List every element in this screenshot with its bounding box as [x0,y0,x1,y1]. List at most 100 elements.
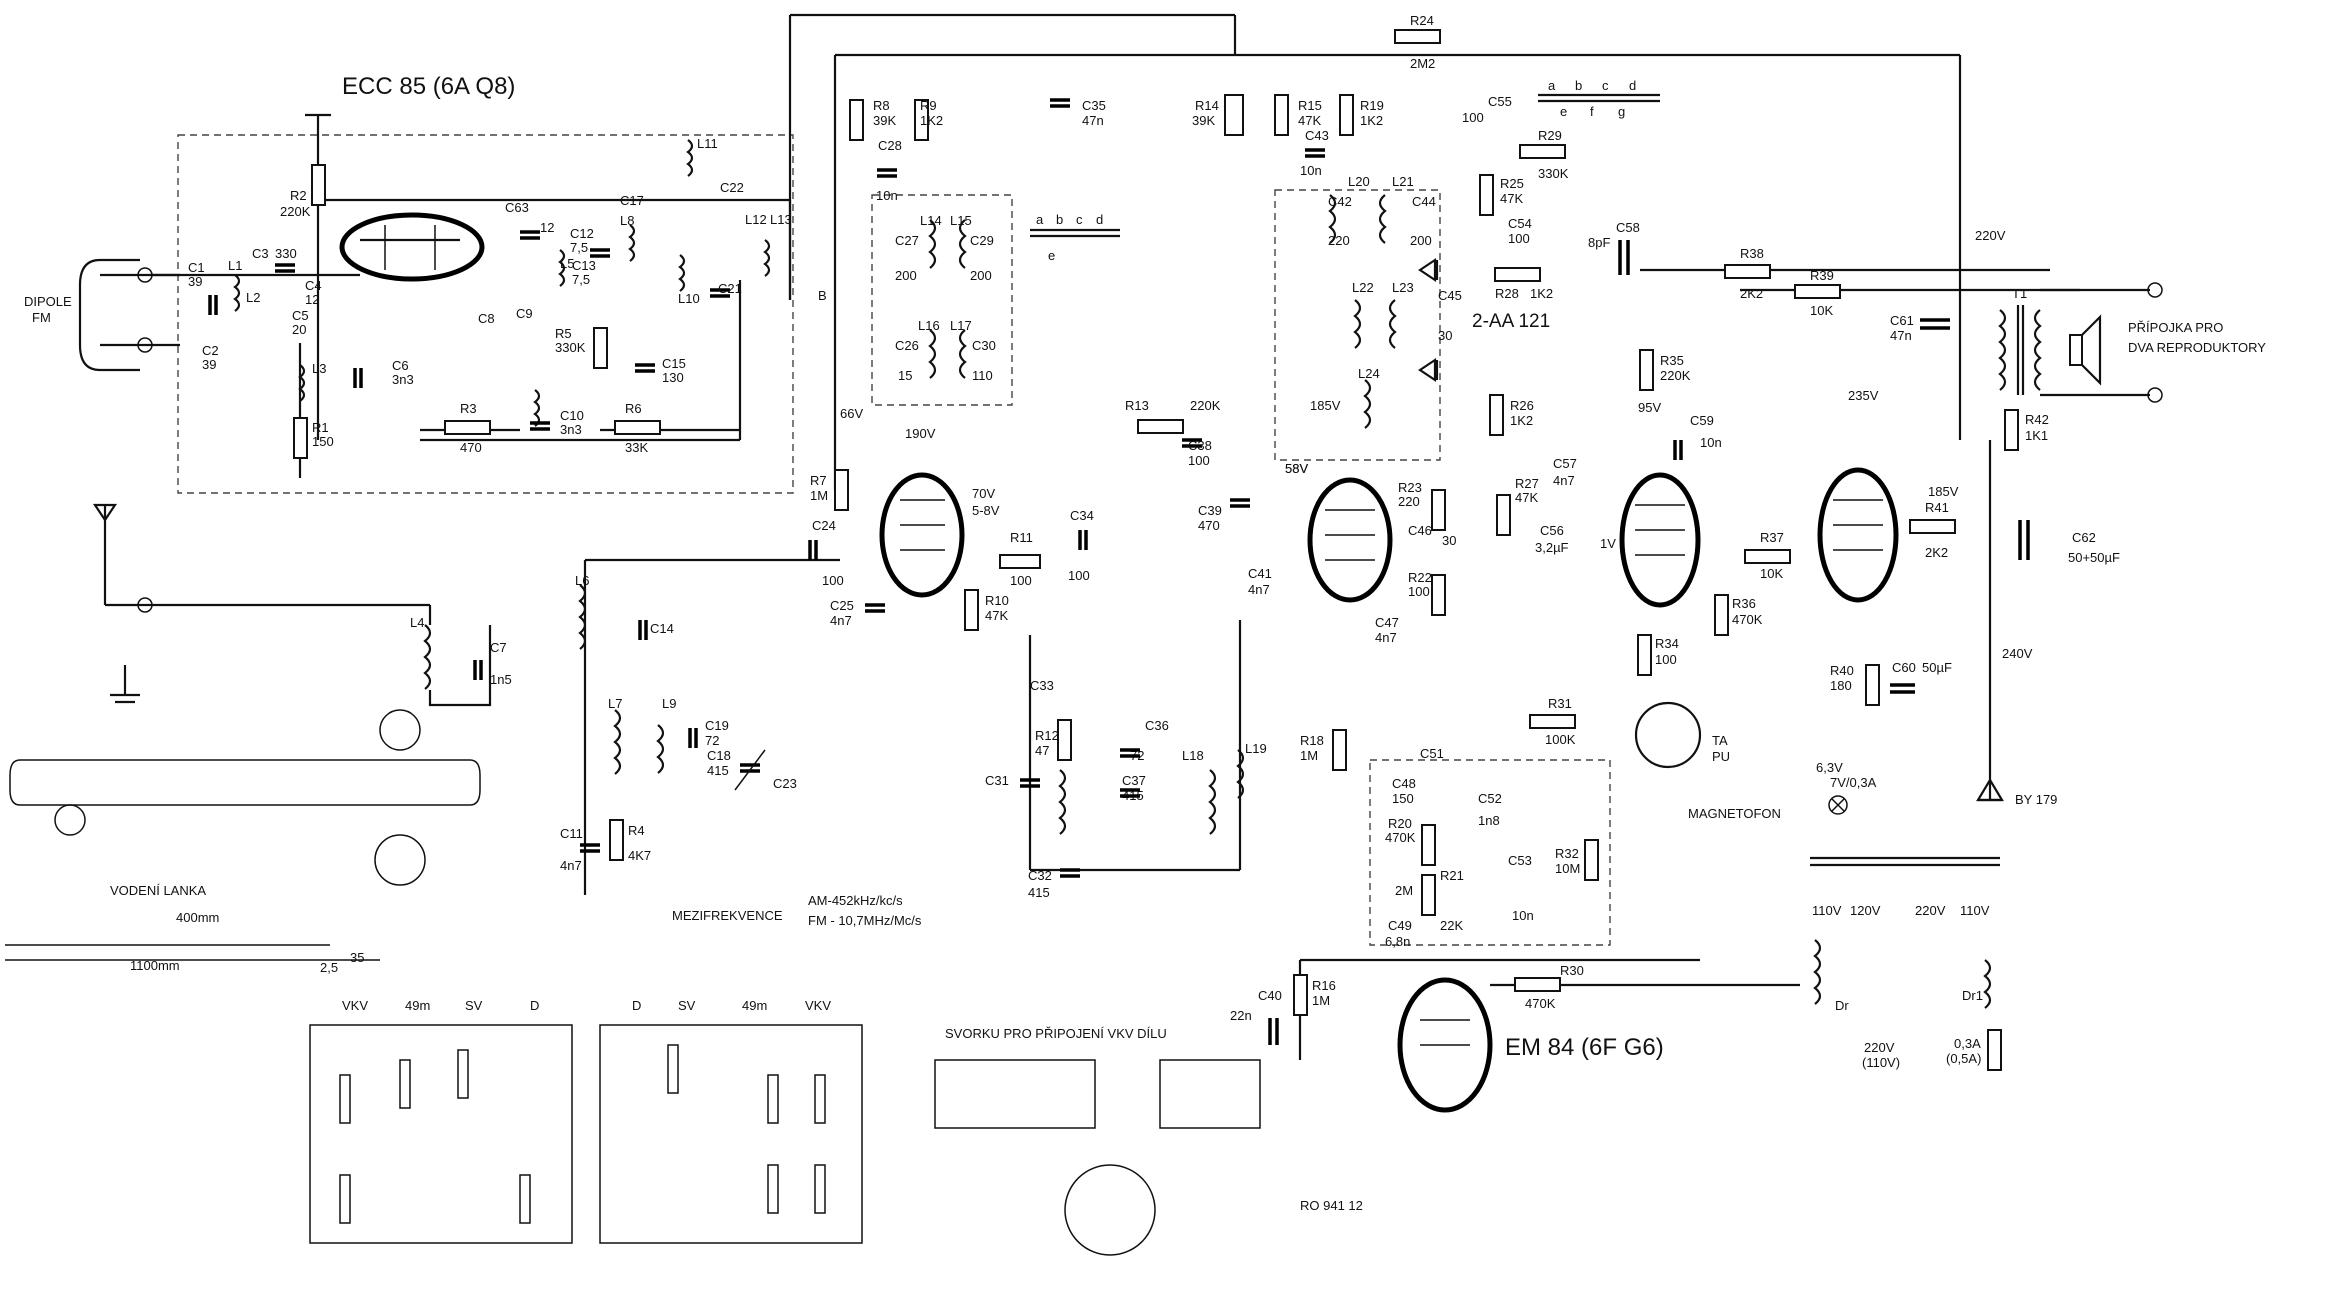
label-l2: L2 [246,290,260,305]
value-c56: 3,2µF [1535,540,1569,555]
label-r3: R3 [460,401,477,416]
value-c2: 39 [202,357,216,372]
label-c28: C28 [878,138,902,153]
bus2-e: e [1560,104,1567,119]
value-r4: 4K7 [628,848,651,863]
vodeni-lanka-label: VODENÍ LANKA [110,883,206,898]
label-c63: C63 [505,200,529,215]
value-c5: 20 [292,322,306,337]
label-r40: R40 [1830,663,1854,678]
magnetofon-label: MAGNETOFON [1688,806,1781,821]
value-r31: 100K [1545,732,1576,747]
vkv-tuner-section: ECC 85 (6A Q8) R2 220K R1 150 R3 470 [24,73,827,494]
value-r20: 470K [1385,830,1416,845]
value-r25: 47K [1500,191,1523,206]
label-b: B [818,288,827,303]
voltage-220: 220V [1975,228,2006,243]
if-tube-1 [879,472,965,598]
value-r10: 47K [985,608,1008,623]
value-r2: 220K [280,204,311,219]
value-r21: 22K [1440,918,1463,933]
value-c47: 4n7 [1375,630,1397,645]
value-c53: 10n [1512,908,1534,923]
detector-section: R14 39K R15 47K R19 1K2 R24 2M2 R25 47K … [1192,13,1660,645]
voltage-240: 240V [2002,646,2033,661]
diodes-title: 2-AA 121 [1472,311,1550,332]
voltage-58-detector: 58V [1285,461,1308,476]
label-r34: R34 [1655,636,1679,651]
label-c19: C19 [705,718,729,733]
tr-110-label: 110V [1812,903,1842,918]
voltage-190: 190V [905,426,936,441]
label-r12: R12 [1035,728,1059,743]
label-c14: C14 [650,621,674,636]
value-r15: 47K [1298,113,1321,128]
label-r21: R21 [1440,868,1464,883]
label-c59: C59 [1690,413,1714,428]
label-c47: C47 [1375,615,1399,630]
voltage-58b: 5-8V [972,503,1000,518]
value-c4: 12 [305,292,319,307]
label-r8: R8 [873,98,890,113]
value-r30: 470K [1525,996,1556,1011]
label-c4: C4 [305,278,322,293]
if-tube-2 [1307,477,1393,603]
label-r27: R27 [1515,476,1539,491]
label-c56: C56 [1540,523,1564,538]
value-r1: 150 [312,434,334,449]
label-l5: L5 [560,256,574,271]
label-c37: C37 [1122,773,1146,788]
band-switch-tables: VKV 49m SV D D SV 49m VKV [309,998,863,1244]
voltage-66: 66V [840,406,863,421]
value-r22: 100 [1408,584,1430,599]
value-r14: 39K [1192,113,1215,128]
value-c49: 6,8n [1385,934,1410,949]
label-r19: R19 [1360,98,1384,113]
label-c33: C33 [1030,678,1054,693]
pu-label: PU [1712,749,1730,764]
value-r40: 180 [1830,678,1852,693]
value-c57: 4n7 [1553,473,1575,488]
label-r29: R29 [1538,128,1562,143]
dipole-label: DIPOLE [24,294,72,309]
label-c22: C22 [720,180,744,195]
label-c29: C29 [970,233,994,248]
label-r10: R10 [985,593,1009,608]
label-c15: C15 [662,356,686,371]
value-r9: 1K2 [920,113,943,128]
label-c42: C42 [1328,194,1352,209]
label-c13: C13 [572,258,596,273]
diode-by-label: BY 179 [2015,792,2057,807]
value-r6: 33K [625,440,648,455]
table-left-h0: VKV [342,998,368,1013]
value-c43: 10n [1300,163,1322,178]
label-r2: R2 [290,188,307,203]
label-c46: C46 [1408,523,1432,538]
label-l24: L24 [1358,366,1380,381]
label-c40: C40 [1258,988,1282,1003]
label-l12: L12 [745,212,767,227]
bus2-a: a [1548,78,1556,93]
label-c52: C52 [1478,791,1502,806]
label-l11: L11 [697,136,718,151]
value-r19: 1K2 [1360,113,1383,128]
value-r29: 330K [1538,166,1569,181]
value-r16: 1M [1312,993,1330,1008]
value-r12: 47 [1035,743,1049,758]
mains-label-2: (110V) [1862,1055,1900,1070]
label-c12: C12 [570,226,594,241]
table-right-h0: D [632,998,641,1013]
label-r41: R41 [1925,500,1949,515]
dim-25-label: 2,5 [320,960,338,975]
label-r7: R7 [810,473,827,488]
label-l8: L8 [620,213,634,228]
value-r38: 2K2 [1740,286,1763,301]
label-l6: L6 [575,573,589,588]
label-c61: C61 [1890,313,1914,328]
dr1-label: Dr1 [1962,988,1983,1003]
value-c51: 2M [1395,883,1413,898]
label-c51: C51 [1420,746,1444,761]
heater-label: 6,3V [1816,760,1843,775]
bus-e: e [1048,248,1055,263]
label-r38: R38 [1740,246,1764,261]
